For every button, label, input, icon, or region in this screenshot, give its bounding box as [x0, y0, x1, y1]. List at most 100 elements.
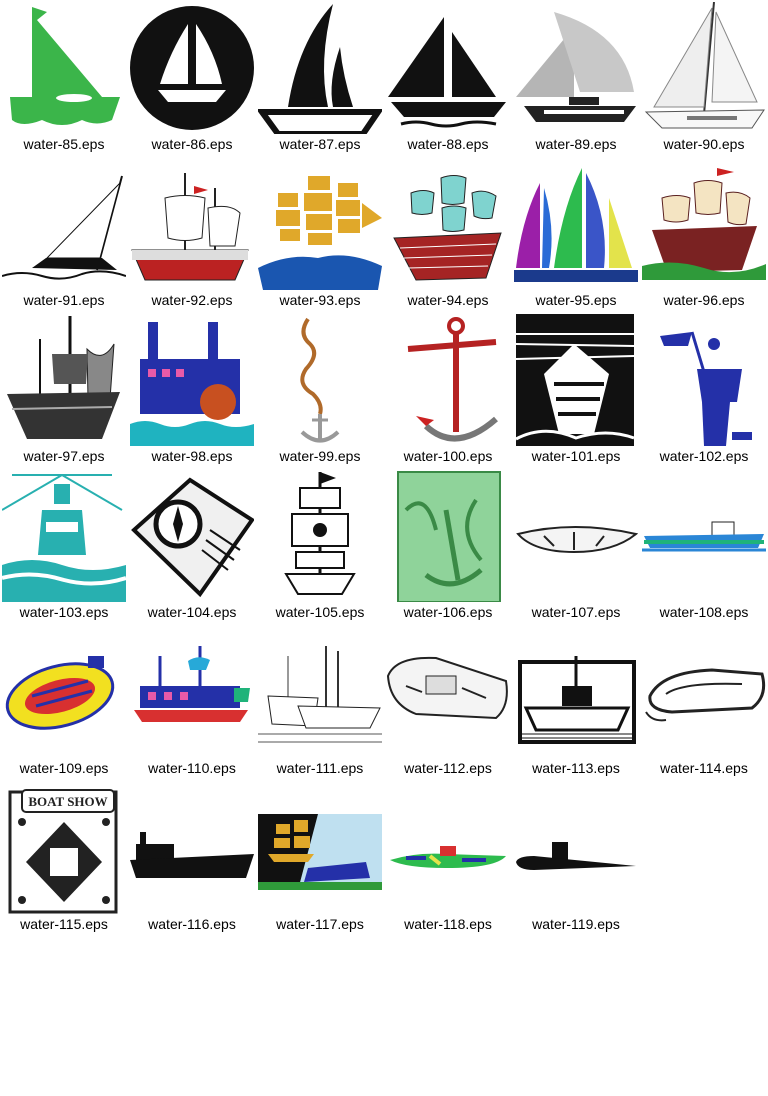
clipart-item[interactable]: water-102.eps: [640, 312, 768, 468]
inflatable-boat-icon: [642, 626, 766, 758]
gray-sailboat-icon: [514, 2, 638, 134]
paddle-steamer-icon: [130, 314, 254, 446]
item-label: water-92.eps: [151, 292, 233, 308]
clipart-item[interactable]: water-108.eps: [640, 468, 768, 624]
festive-steamboat-icon: [130, 626, 254, 758]
item-label: water-89.eps: [535, 136, 617, 152]
fishing-boats-sketch-icon: [258, 626, 382, 758]
clipart-item[interactable]: BOAT SHOW water-115.eps: [0, 780, 128, 936]
clipart-item[interactable]: water-117.eps: [256, 780, 384, 936]
sketch-sailboat-icon: [2, 158, 126, 290]
anchor-rope-icon: [258, 314, 382, 446]
black-triangle-sailboat-icon: [386, 2, 510, 134]
clipart-item[interactable]: water-105.eps: [256, 468, 384, 624]
barge-silhouette-icon: [130, 782, 254, 914]
item-label: water-109.eps: [19, 760, 109, 776]
green-sailboat-icon: [2, 2, 126, 134]
item-label: water-88.eps: [407, 136, 489, 152]
clipart-item[interactable]: water-91.eps: [0, 156, 128, 312]
caravel-ship-icon: [130, 158, 254, 290]
item-label: water-95.eps: [535, 292, 617, 308]
item-label: water-118.eps: [404, 916, 492, 932]
white-yacht-icon: [642, 2, 766, 134]
item-label: water-97.eps: [23, 448, 105, 464]
yellow-raft-icon: [2, 626, 126, 758]
buoy-woodcut-icon: [514, 314, 638, 446]
clipart-item[interactable]: water-112.eps: [384, 624, 512, 780]
colorful-submarine-icon: [386, 782, 510, 914]
item-label: water-105.eps: [275, 604, 365, 620]
item-label: water-100.eps: [403, 448, 493, 464]
clipart-item[interactable]: water-116.eps: [128, 780, 256, 936]
black-sailboat-icon: [258, 2, 382, 134]
clipart-item[interactable]: water-89.eps: [512, 0, 640, 156]
item-label: water-113.eps: [532, 760, 620, 776]
clipart-item[interactable]: water-90.eps: [640, 0, 768, 156]
trawler-woodcut-icon: [514, 626, 638, 758]
submarine-silhouette-icon: [514, 782, 638, 914]
clipart-item[interactable]: water-87.eps: [256, 0, 384, 156]
item-label: water-94.eps: [407, 292, 489, 308]
clipart-item[interactable]: water-114.eps: [640, 624, 768, 780]
clipart-item[interactable]: water-101.eps: [512, 312, 640, 468]
boat-show-poster-icon: BOAT SHOW: [2, 782, 126, 914]
clipart-item[interactable]: water-104.eps: [128, 468, 256, 624]
sailboat-circle-icon: [130, 2, 254, 134]
dark-galleon-icon: [2, 314, 126, 446]
compass-map-icon: [130, 470, 254, 602]
item-label: water-112.eps: [404, 760, 492, 776]
colorful-sailboats-icon: [514, 158, 638, 290]
clipart-item[interactable]: water-118.eps: [384, 780, 512, 936]
green-anchor-seabed-icon: [386, 470, 510, 602]
clipart-item[interactable]: water-85.eps: [0, 0, 128, 156]
clipart-item[interactable]: water-100.eps: [384, 312, 512, 468]
item-label: water-86.eps: [151, 136, 233, 152]
pirate-ship-icon: [258, 470, 382, 602]
galleon-ship-icon: [386, 158, 510, 290]
gold-clipper-ship-icon: [258, 158, 382, 290]
item-label: water-103.eps: [19, 604, 109, 620]
red-anchor-icon: [386, 314, 510, 446]
clipart-item[interactable]: water-110.eps: [128, 624, 256, 780]
pirate-galleon-icon: [642, 158, 766, 290]
item-label: water-111.eps: [276, 760, 364, 776]
item-label: water-102.eps: [659, 448, 749, 464]
item-label: water-90.eps: [663, 136, 745, 152]
item-label: water-107.eps: [531, 604, 621, 620]
clipart-item[interactable]: water-97.eps: [0, 312, 128, 468]
clipart-item[interactable]: water-107.eps: [512, 468, 640, 624]
poster-title: BOAT SHOW: [28, 794, 107, 809]
rowboat-icon: [514, 470, 638, 602]
item-label: water-108.eps: [659, 604, 749, 620]
clipart-item[interactable]: water-113.eps: [512, 624, 640, 780]
clipart-item[interactable]: water-88.eps: [384, 0, 512, 156]
item-label: water-114.eps: [660, 760, 748, 776]
clipart-item[interactable]: water-96.eps: [640, 156, 768, 312]
clipart-item[interactable]: water-111.eps: [256, 624, 384, 780]
clipart-item[interactable]: water-99.eps: [256, 312, 384, 468]
clipart-item[interactable]: water-92.eps: [128, 156, 256, 312]
item-label: water-99.eps: [279, 448, 361, 464]
item-label: water-87.eps: [279, 136, 361, 152]
clipart-item[interactable]: water-93.eps: [256, 156, 384, 312]
clipart-item[interactable]: water-109.eps: [0, 624, 128, 780]
tugboat-icon: [642, 470, 766, 602]
item-label: water-119.eps: [532, 916, 620, 932]
clipart-item[interactable]: water-106.eps: [384, 468, 512, 624]
item-label: water-85.eps: [23, 136, 105, 152]
clipart-item[interactable]: water-95.eps: [512, 156, 640, 312]
clipart-item[interactable]: water-98.eps: [128, 312, 256, 468]
item-label: water-93.eps: [279, 292, 361, 308]
item-label: water-115.eps: [20, 916, 108, 932]
item-label: water-101.eps: [531, 448, 621, 464]
clipart-item[interactable]: water-103.eps: [0, 468, 128, 624]
item-label: water-91.eps: [23, 292, 105, 308]
clipart-item[interactable]: water-94.eps: [384, 156, 512, 312]
item-label: water-96.eps: [663, 292, 745, 308]
clipart-item[interactable]: water-119.eps: [512, 780, 640, 936]
item-label: water-116.eps: [148, 916, 236, 932]
dinghy-sketch-icon: [386, 626, 510, 758]
clipart-item[interactable]: water-86.eps: [128, 0, 256, 156]
item-label: water-106.eps: [403, 604, 493, 620]
